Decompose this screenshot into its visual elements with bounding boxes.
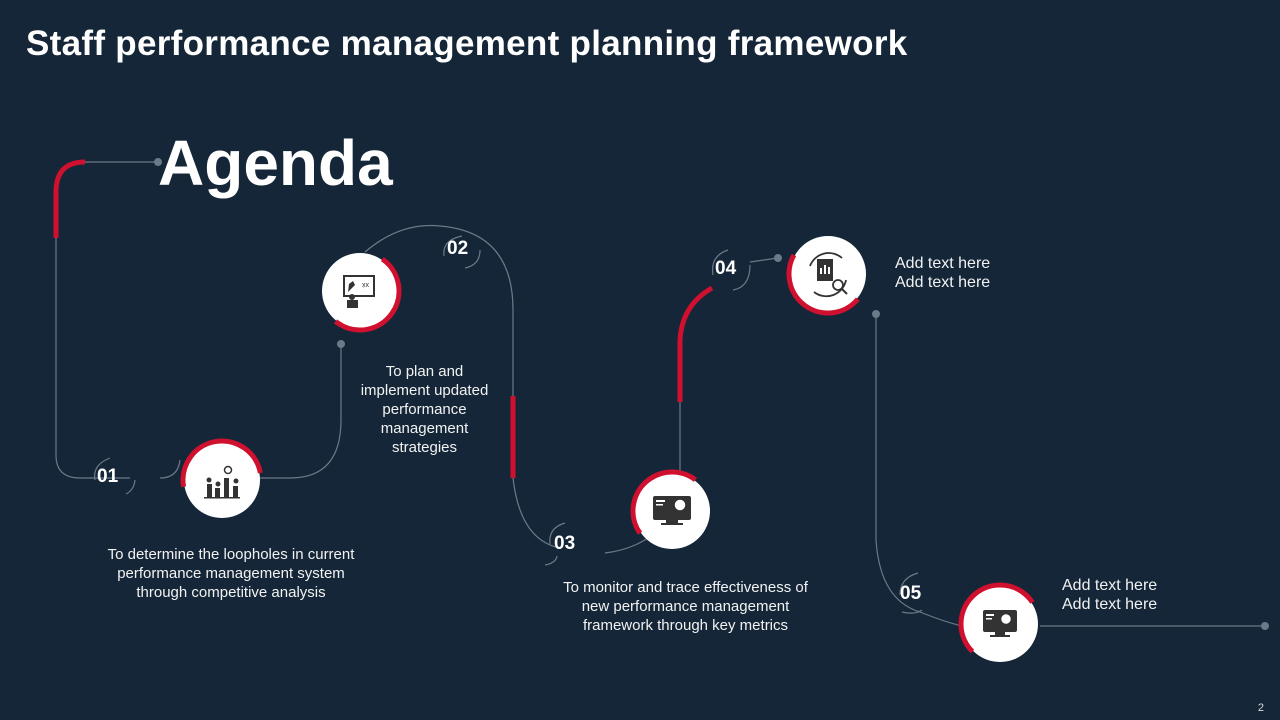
- number-arc: [549, 522, 566, 545]
- number-arc: [899, 572, 919, 596]
- step-number-02: 02: [447, 238, 469, 259]
- accent-segment: [53, 159, 86, 238]
- number-arc: [901, 609, 923, 614]
- strategy-presentation-icon: x̣x: [343, 275, 375, 308]
- step-04-text-line: Add text here: [895, 274, 991, 291]
- connector-line: [260, 344, 342, 479]
- connector-line: [364, 224, 561, 549]
- connector-dot: [774, 254, 782, 262]
- step-01-text: To determine the loopholes in current pe…: [107, 546, 355, 601]
- team-analytics-icon: [204, 465, 240, 499]
- monitor-analytics-icon: [983, 610, 1017, 637]
- accent-segment: [677, 285, 714, 402]
- step-04-text: Add text here Add text here: [895, 254, 990, 292]
- connector-line: [55, 161, 158, 479]
- number-arc: [732, 264, 751, 291]
- step-02-text: To plan and implement updated performanc…: [360, 363, 489, 456]
- connector-line: [875, 314, 963, 627]
- step-03-text: To monitor and trace effectiveness of ne…: [563, 579, 808, 634]
- agenda-heading: Agenda: [158, 127, 393, 199]
- number-arc: [159, 459, 181, 479]
- monitor-analytics-icon: [653, 496, 691, 525]
- connector-dot: [154, 158, 162, 166]
- step-circle: [184, 442, 260, 518]
- step-05-text-line: Add text here: [1062, 577, 1158, 594]
- step-05-text-line: Add text here: [1062, 596, 1158, 613]
- step-04-text-line: Add text here: [895, 255, 991, 272]
- step-circle: [322, 253, 398, 329]
- slide-title: Staff performance management planning fr…: [26, 24, 908, 63]
- number-arc: [464, 249, 481, 269]
- connector-dot: [872, 310, 880, 318]
- step-05-text: Add text here Add text here: [1062, 576, 1157, 614]
- report-review-icon: [809, 252, 848, 298]
- page-number: 2: [1257, 702, 1264, 714]
- step-number-03: 03: [554, 533, 576, 554]
- connector-line: [749, 257, 779, 263]
- number-arc: [443, 235, 463, 257]
- step-number-01: 01: [97, 466, 119, 487]
- connector-dot: [1261, 622, 1269, 630]
- step-number-05: 05: [900, 583, 922, 604]
- connector-dot: [337, 340, 345, 348]
- step-number-04: 04: [715, 258, 737, 279]
- number-arc: [93, 457, 111, 481]
- connector-line: [604, 537, 649, 554]
- svg-text:x̣x: x̣x: [362, 282, 370, 289]
- number-arc: [544, 555, 558, 566]
- number-arc: [125, 479, 136, 495]
- number-arc: [711, 249, 729, 276]
